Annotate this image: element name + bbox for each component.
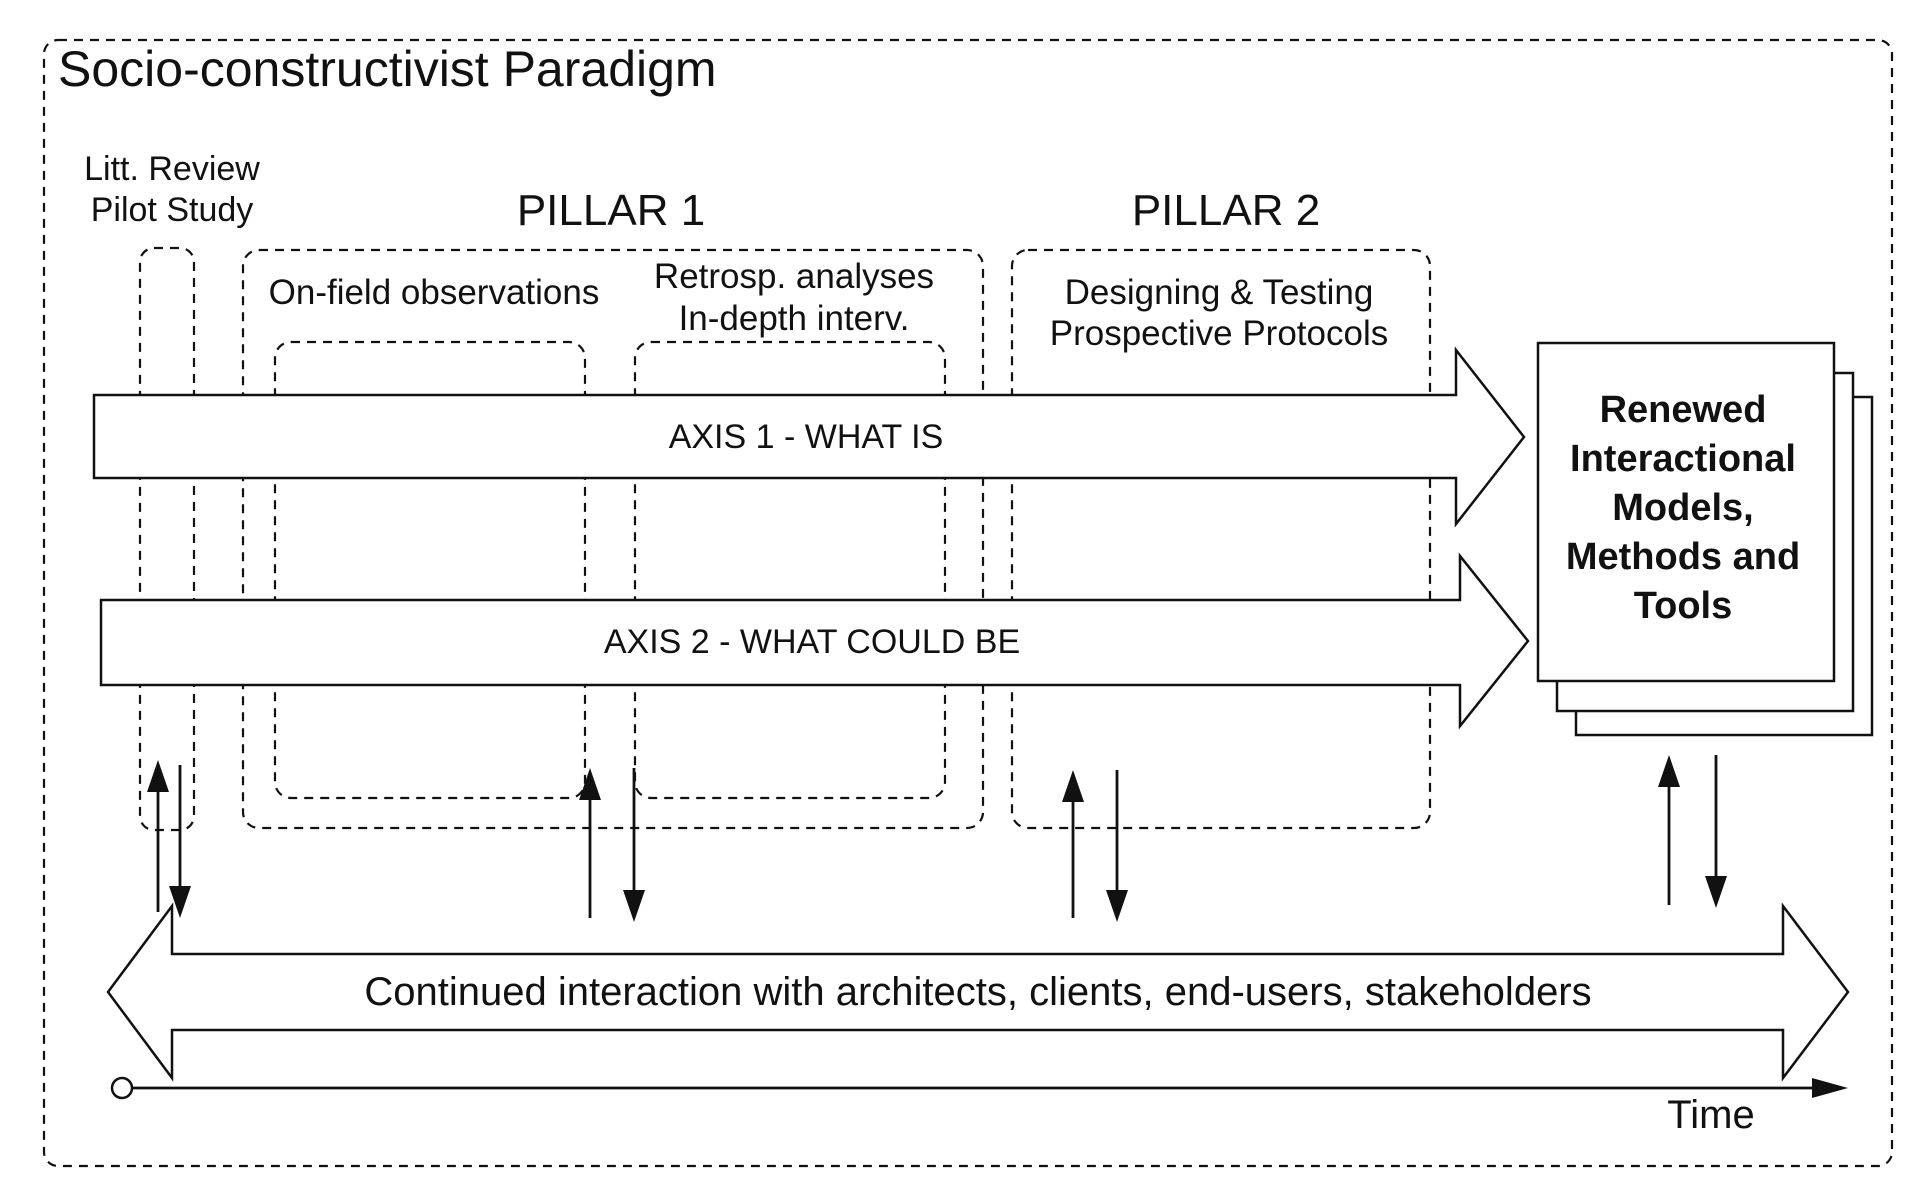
outcome-line5: Tools xyxy=(1634,585,1733,627)
time-origin xyxy=(110,1076,134,1100)
preliminary-box xyxy=(138,246,196,832)
pillar1-feedback-arrows xyxy=(579,768,645,922)
litt-review-label: Litt. Review xyxy=(84,150,260,188)
pillar1-sub1-label: On-field observations xyxy=(269,273,600,312)
axis1-label: AXIS 1 - WHAT IS xyxy=(669,418,944,456)
pillar2-box xyxy=(1010,248,1432,830)
outcome-page-front xyxy=(1536,341,1836,683)
pillar2-title: PILLAR 2 xyxy=(1132,186,1320,235)
preliminary-feedback-arrows xyxy=(147,760,191,918)
on-field-observations-box xyxy=(273,340,587,800)
interaction-double-arrow xyxy=(106,902,1850,1082)
pillar2-line1: Designing & Testing xyxy=(1065,273,1374,312)
pillar2-line2: Prospective Protocols xyxy=(1050,314,1388,353)
pillar1-sub2-line1: Retrosp. analyses xyxy=(654,257,934,296)
pillar1-box xyxy=(241,248,985,830)
pilot-study-label: Pilot Study xyxy=(91,191,254,229)
outcome-line3: Models, xyxy=(1612,487,1753,529)
axis1-arrow xyxy=(92,346,1526,528)
paradigm-title: Socio-constructivist Paradigm xyxy=(58,41,717,97)
outcome-feedback-arrows xyxy=(1658,755,1727,908)
outcome-line4: Methods and xyxy=(1566,536,1800,578)
outcome-line1: Renewed xyxy=(1600,389,1767,431)
axis2-label: AXIS 2 - WHAT COULD BE xyxy=(604,623,1020,661)
retrospective-analyses-box xyxy=(633,340,947,800)
axis2-arrow xyxy=(99,552,1530,730)
pillar1-title: PILLAR 1 xyxy=(517,186,705,235)
time-axis xyxy=(110,1076,1848,1100)
paradigm-frame xyxy=(42,38,1894,1168)
pillar2-feedback-arrows xyxy=(1062,770,1128,922)
pillar1-sub2-line2: In-depth interv. xyxy=(679,299,910,338)
outcome-line2: Interactional xyxy=(1570,438,1796,480)
interaction-label: Continued interaction with architects, c… xyxy=(364,970,1591,1014)
time-label: Time xyxy=(1667,1093,1754,1137)
